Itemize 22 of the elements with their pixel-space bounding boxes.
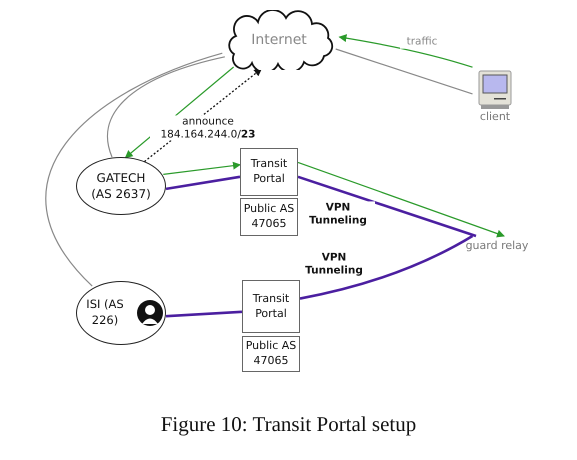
- connector-line: [46, 52, 222, 287]
- connector-line: [166, 176, 240, 190]
- node-text: client: [480, 110, 510, 124]
- node-text: Transit Portal: [250, 157, 288, 187]
- connector-line: [298, 176, 476, 238]
- process-box: [240, 148, 298, 196]
- process-box: [242, 280, 300, 333]
- connector-line: [300, 234, 474, 300]
- node-text: Internet: [251, 30, 307, 50]
- connector-line: [338, 34, 473, 68]
- connector-line: [298, 162, 505, 238]
- node-text: Transit Portal: [252, 292, 290, 322]
- figure-caption: Figure 10: Transit Portal setup: [160, 412, 418, 437]
- node-text: guard relay: [466, 238, 528, 254]
- node-text: GATECH (AS 2637): [90, 170, 152, 202]
- node-text: Public AS 47065: [244, 339, 298, 369]
- node-text: Public AS 47065: [242, 202, 296, 232]
- connector-line: [163, 162, 241, 175]
- connector-line: [336, 48, 473, 94]
- node-text: ISI (AS 226): [85, 297, 125, 329]
- connector-line: [107, 56, 225, 158]
- connector-line: [166, 310, 242, 318]
